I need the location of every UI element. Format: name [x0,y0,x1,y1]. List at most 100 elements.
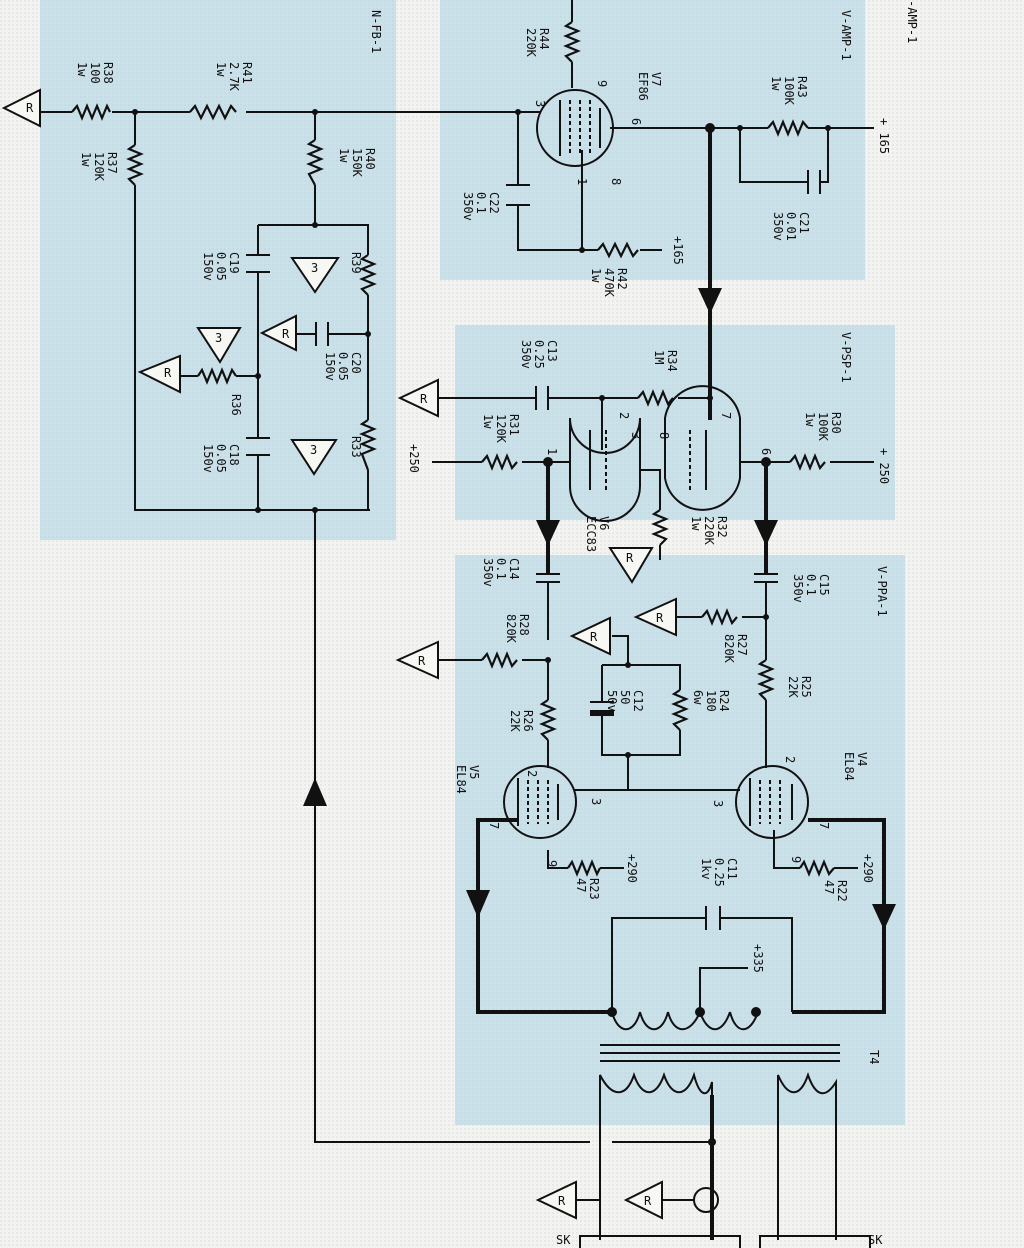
label-c12-2: 50v [605,690,619,712]
label-r43-0: R43 [795,76,809,98]
label-c18-1: 0.05 [214,444,228,473]
rail-290-b: +290 [861,854,875,883]
label-r32-2: 1w [689,516,703,531]
capacitor-c11 [705,906,721,930]
label-c14-1: 0.1 [494,558,508,580]
rail-250-b: + 250 [877,448,891,484]
label-c11-1: 0.25 [712,858,726,887]
label-r37-1: 120K [92,152,106,182]
t4-secondary-coil-2 [777,1071,837,1095]
pin-v4-2: 7 [817,822,831,829]
label-r38-2: 1w [75,62,89,77]
amp-block-shade [440,0,865,280]
pin-v4-0: 2 [783,756,797,763]
resistor-r42 [597,241,639,259]
rail-250-a: +250 [407,444,421,473]
label-c15-2: 350v [791,574,805,603]
block-label-psp: V-PSP-1 [839,332,853,383]
pin-v7-1: 3 [533,100,547,107]
capacitor-c19 [246,254,270,273]
rail-335: +335 [751,944,765,973]
ref-triangle-sk1: R [535,1180,577,1220]
ref-triangle-cathode: R [569,616,611,656]
ref-triangle-input: R [1,88,41,128]
resistor-r31 [481,453,518,471]
pin-v6-4: 1 [545,448,559,455]
label-r32-0: R32 [715,516,729,538]
pin-v5-1: 3 [589,798,603,805]
label-c22-1: 0.1 [474,192,488,214]
label-t4-0: T4 [867,1050,881,1064]
tube-v7 [536,89,614,167]
num-triangle-c: 3 [290,439,338,476]
secondary-wires [599,1095,837,1240]
label-r22-0: R22 [835,880,849,902]
r37-wire [134,112,370,511]
label-r30-2: 1w [803,412,817,427]
flow-arrow-v6-right-down [754,520,778,546]
tube-v6 [569,385,741,522]
label-r22-1: 47 [822,880,836,894]
label-c14-2: 350v [481,558,495,587]
rail-165-a: + 165 [877,118,891,154]
junction-dots [132,109,831,1146]
ref-label: R [626,551,634,565]
label-c18-2: 150v [201,444,215,473]
label-r31-2: 1w [481,414,495,429]
ppa-block-shade [455,555,905,1125]
pin-v6-3: 7 [719,412,733,419]
label-c11-2: 1kv [699,858,713,880]
pin-v5-3: 9 [545,860,559,867]
label-r32-1: 220K [702,516,716,546]
r39-r33-wire [258,224,369,510]
block-label-amp-fragment: -AMP-1 [905,0,919,43]
r23-wire [547,850,624,869]
pin-v5-0: 2 [525,770,539,777]
label-r25-0: R25 [799,676,813,698]
label-r26-0: R26 [521,710,535,732]
label-c21-1: 0.01 [784,212,798,241]
pin-v7-3: 8 [609,178,623,185]
rail-165-b: +165 [671,236,685,265]
label-c13-2: 350v [519,340,533,369]
label-c13-1: 0.25 [532,340,546,369]
ref-triangle-c13: R [397,378,439,418]
ref-label: R [164,366,172,380]
label-v6-1: ECC83 [584,516,598,552]
label-c21-2: 350v [771,212,785,241]
label-r42-2: 1w [589,268,603,283]
v7-grid-plate-wire [530,111,710,129]
capacitor-c22 [506,184,530,206]
label-c18-0: C18 [227,444,241,466]
resistor-r37 [126,144,144,186]
flow-arrow-v5-plate [466,890,490,918]
resistor-r40 [306,139,324,186]
label-r39-0: R39 [349,252,363,274]
resistor-r25 [757,659,775,701]
feedback-return-wire [314,510,712,1143]
label-c20-2: 150v [323,352,337,381]
resistor-r27 [701,608,738,626]
label-c13-0: C13 [545,340,559,362]
capacitor-c18 [246,437,270,456]
socket-sk-2 [759,1235,871,1248]
pin-v5-2: 7 [487,822,501,829]
resistor-r33 [359,419,377,471]
label-r41-1: 2.7K [227,62,241,92]
resistor-r26 [539,699,557,741]
label-c20-1: 0.05 [336,352,350,381]
r22-wire [773,830,858,869]
resistor-r38 [71,103,111,121]
ref-triangle-r32: R [608,547,654,584]
label-c20-0: C20 [349,352,363,374]
label-r23-0: R23 [587,878,601,900]
label-r43-2: 1w [769,76,783,91]
label-r42-0: R42 [615,268,629,290]
resistor-r23 [567,859,601,877]
resistor-r24 [671,689,689,731]
label-r34-0: R34 [665,350,679,372]
label-c14-0: C14 [507,558,521,580]
ref-triangle-r27: R [633,597,677,637]
label-c15-1: 0.1 [804,574,818,596]
